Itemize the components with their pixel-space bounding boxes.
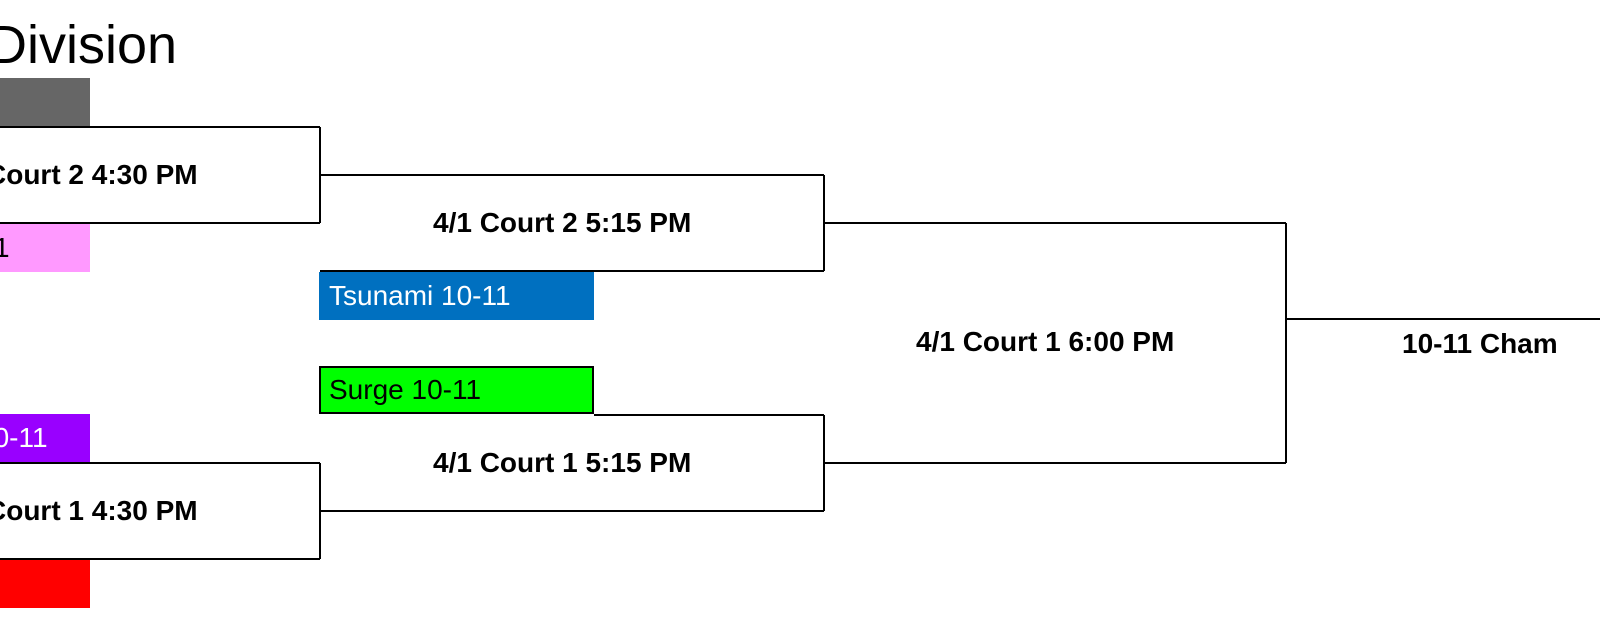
match-label-final: 10-11 Cham: [1402, 328, 1558, 359]
team-slot-r1-bottom-b: [0, 560, 90, 608]
team-slot-r1-top-a: [0, 78, 90, 126]
team-slot-r1-bottom-a: 10-11: [0, 414, 90, 462]
team-slot-r2-top-b: Tsunami 10-11: [319, 272, 594, 320]
match-label-semifinal: 4/1 Court 1 6:00 PM: [916, 326, 1175, 357]
team-slot-r1-top-b: 1: [0, 224, 90, 272]
team-slot-r2-bottom-a: Surge 10-11: [319, 366, 594, 414]
bracket-title: Division: [0, 15, 178, 75]
match-label-r2-bottom: 4/1 Court 1 5:15 PM: [433, 447, 692, 478]
match-label-r1-top: Court 2 4:30 PM: [0, 159, 198, 190]
match-label-r1-bottom: Court 1 4:30 PM: [0, 495, 198, 526]
match-label-r2-top: 4/1 Court 2 5:15 PM: [433, 207, 692, 238]
